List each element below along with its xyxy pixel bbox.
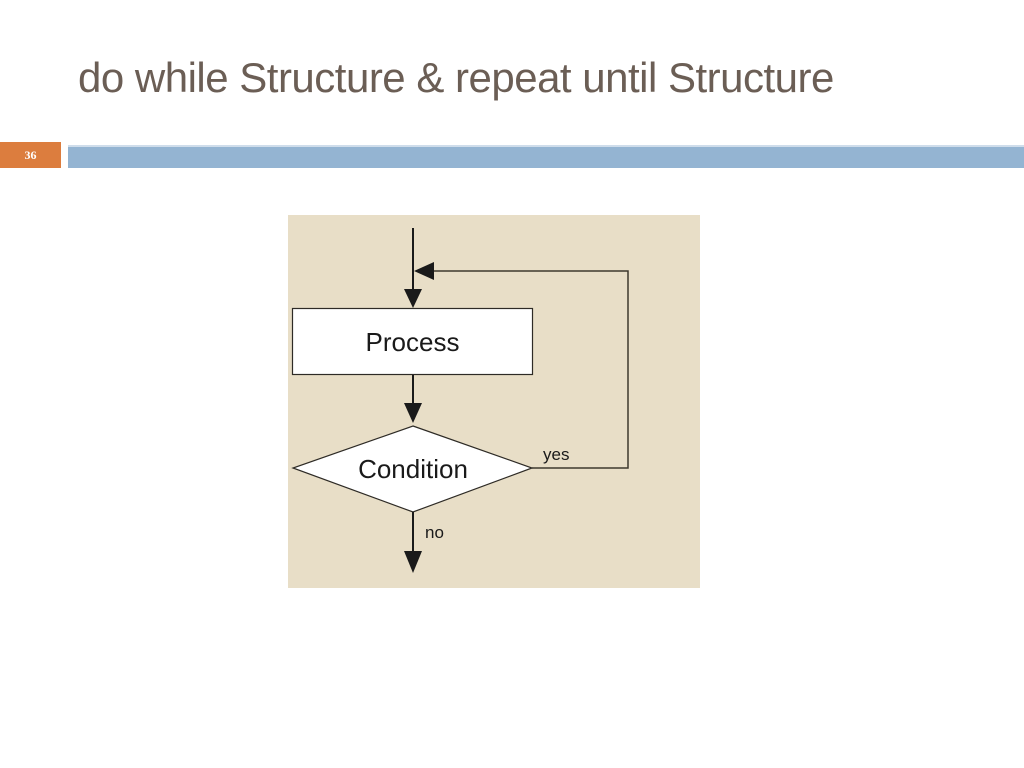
no-branch-label: no bbox=[425, 523, 444, 542]
page-number-badge: 36 bbox=[0, 142, 61, 168]
loop-arrowhead-icon bbox=[414, 262, 434, 280]
condition-arrowhead-icon bbox=[404, 403, 422, 423]
page-number: 36 bbox=[24, 147, 37, 162]
flowchart-diagram bbox=[291, 228, 629, 573]
header-bar bbox=[68, 145, 1024, 168]
loop-return-line bbox=[434, 270, 629, 469]
entry-arrowhead-icon bbox=[404, 289, 422, 308]
process-label: Process bbox=[365, 326, 460, 357]
process-box bbox=[291, 307, 534, 376]
flowchart-panel: Process Condition yes no bbox=[288, 215, 700, 588]
yes-branch-label: yes bbox=[543, 445, 570, 464]
condition-label: Condition bbox=[358, 454, 468, 484]
exit-arrowhead-icon bbox=[404, 551, 422, 573]
slide-title: do while Structure & repeat until Struct… bbox=[78, 54, 834, 101]
